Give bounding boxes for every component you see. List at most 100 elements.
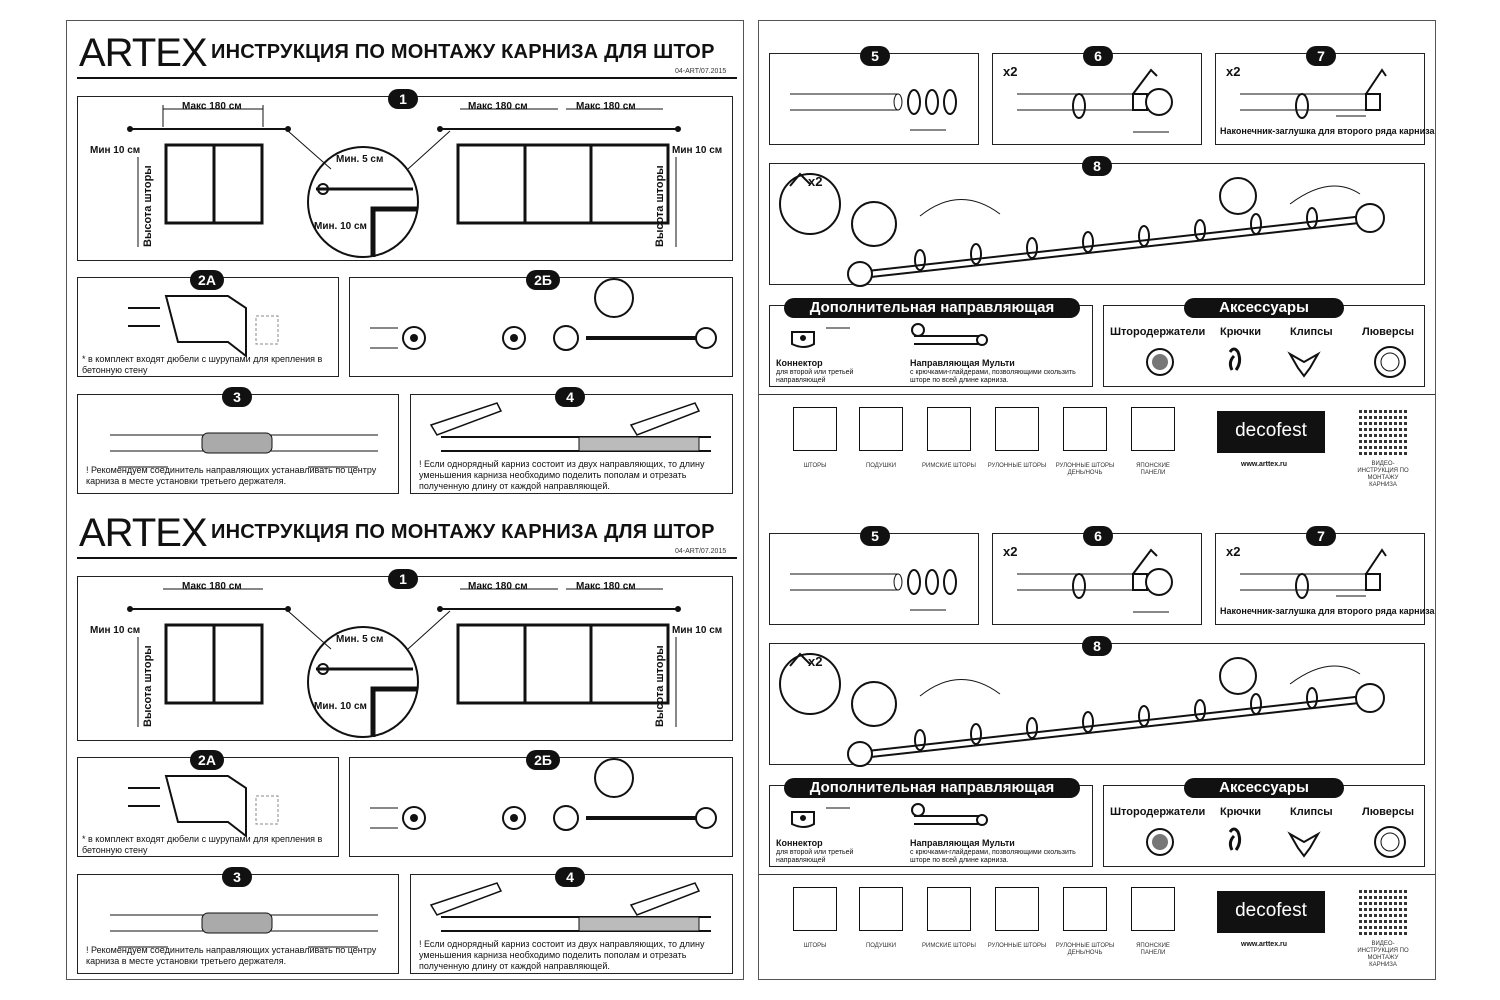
product-roman-blinds-label: РИМСКИЕ ШТОРЫ	[922, 463, 976, 469]
connector-diagram	[110, 432, 378, 468]
quantity-label: x2	[1226, 64, 1241, 79]
qr-code-icon	[1359, 407, 1407, 455]
product-pillows-icon	[859, 887, 903, 931]
step-7-badge: 7	[1306, 526, 1336, 546]
max-length-label: Макс 180 см	[182, 581, 242, 592]
curtain-height-label: Высота шторы	[654, 165, 666, 247]
min-5-label: Мин. 5 см	[336, 634, 384, 645]
min-5-label: Мин. 5 см	[336, 154, 384, 165]
step-8-panel: 8 x2	[769, 636, 1425, 767]
max-length-label: Макс 180 см	[576, 581, 636, 592]
finial-diagram	[1017, 68, 1173, 133]
product-japanese-panels-icon	[1131, 407, 1175, 451]
step-3-panel: 3 ! Рекомендуем соединитель направляющих…	[77, 867, 399, 974]
step-8-panel: 8 x2	[769, 156, 1425, 287]
accessory-grommets-label: Люверсы	[1362, 326, 1415, 338]
mount-diagram	[370, 758, 717, 831]
step-3-badge: 3	[222, 867, 252, 887]
finial-diagram	[1017, 548, 1173, 613]
max-length-label: Макс 180 см	[468, 581, 528, 592]
step-7-badge: 7	[1306, 46, 1336, 66]
step-2a-note: * в комплект входят дюбели с шурупами дл…	[82, 834, 323, 855]
bracket-diagram	[128, 295, 279, 359]
step-5-panel: 5	[769, 46, 979, 145]
step-7-panel: 7 x2 Наконечник-заглушка для второго ряд…	[1215, 46, 1435, 145]
step-3-panel: 3 ! Рекомендуем соединитель направляющих…	[77, 387, 399, 494]
product-roman-blinds-label: РИМСКИЕ ШТОРЫ	[922, 943, 976, 949]
product-curtains-icon	[793, 407, 837, 451]
product-day-night-blinds-icon	[1063, 887, 1107, 931]
step-2b-panel: 2Б	[349, 270, 733, 377]
max-length-label: Макс 180 см	[468, 101, 528, 112]
step-3-note: ! Рекомендуем соединитель направляющих у…	[86, 945, 377, 966]
connector-label: Коннектор	[776, 358, 823, 368]
product-strip: ШТОРЫ ПОДУШКИ РИМСКИЕ ШТОРЫ РУЛОННЫЕ ШТО…	[759, 875, 1435, 975]
step-7-panel: 7 x2 Наконечник-заглушка для второго ряд…	[1215, 526, 1435, 625]
left-sheet: ARTEX ИНСТРУКЦИЯ ПО МОНТАЖУ КАРНИЗА ДЛЯ …	[66, 20, 744, 980]
quantity-label: x2	[1003, 544, 1018, 559]
extra-rail-diagram	[791, 803, 988, 828]
instruction-sheet-bottom: 5 6 x2 7 x2 Наконечник-	[759, 501, 1435, 979]
website-url: www.arttex.ru	[1241, 461, 1288, 468]
assembly-diagram	[779, 172, 1385, 287]
product-roman-blinds-icon	[927, 887, 971, 931]
extra-rail-title: Дополнительная направляющая	[784, 778, 1080, 798]
min-offset-label: Мин 10 см	[672, 625, 723, 636]
product-pillows-label: ПОДУШКИ	[865, 943, 897, 949]
step-2a-panel: 2А * в комплект входят дюбели с шурупами…	[77, 270, 339, 377]
product-japanese-panels-label: ЯПОНСКИЕ ПАНЕЛИ	[1136, 943, 1170, 956]
accessories-panel: Аксессуары Штородержатели Крючки Клипсы …	[1103, 778, 1425, 867]
min-10-label: Мин. 10 см	[314, 701, 367, 712]
cutting-diagram	[429, 402, 711, 452]
bracket-diagram	[128, 775, 279, 839]
extra-rail-title: Дополнительная направляющая	[784, 298, 1080, 318]
qr-code-icon	[1359, 887, 1407, 935]
rings-diagram	[790, 89, 957, 131]
curtain-height-label: Высота шторы	[142, 645, 154, 727]
accessories-icons	[1146, 346, 1406, 378]
connector-desc: для второй или третьей направляющей	[776, 849, 854, 864]
instruction-sheet-top: ARTEX ИНСТРУКЦИЯ ПО МОНТАЖУ КАРНИЗА ДЛЯ …	[67, 21, 743, 501]
website-url: www.arttex.ru	[1241, 941, 1288, 948]
step-2b-badge: 2Б	[526, 750, 560, 770]
step-6-panel: 6 x2	[992, 46, 1202, 145]
connector-desc: для второй или третьей направляющей	[776, 369, 854, 384]
step-4-note: ! Если однорядный карниз состоит из двух…	[419, 939, 705, 971]
step-2a-badge: 2А	[190, 750, 224, 770]
accessory-hooks-label: Крючки	[1220, 326, 1262, 338]
cutting-diagram	[429, 882, 711, 932]
accessories-panel: Аксессуары Штородержатели Крючки Клипсы …	[1103, 298, 1425, 387]
step-5-badge: 5	[860, 526, 890, 546]
step-4-badge: 4	[555, 867, 585, 887]
product-roller-blinds-icon	[995, 887, 1039, 931]
doc-code: 04-ART/07.2015	[675, 68, 727, 75]
product-day-night-blinds-icon	[1063, 407, 1107, 451]
product-pillows-label: ПОДУШКИ	[865, 463, 897, 469]
step-6-panel: 6 x2	[992, 526, 1202, 625]
step-4-note: ! Если однорядный карниз состоит из двух…	[419, 459, 705, 491]
brand-logo: ARTEX	[79, 511, 208, 555]
min-offset-label: Мин 10 см	[90, 625, 141, 636]
title-rule	[77, 77, 737, 79]
accessories-title: Аксессуары	[1184, 778, 1344, 798]
instruction-sheet-top: 5 6 x2 7 x2 Наконечник-	[759, 21, 1435, 501]
step-8-badge: 8	[1082, 156, 1112, 176]
step-3-note: ! Рекомендуем соединитель направляющих у…	[86, 465, 377, 486]
right-sheet: 5 6 x2 7 x2 Наконечник-	[758, 20, 1436, 980]
accessory-clips-label: Клипсы	[1290, 326, 1333, 338]
product-curtains-icon	[793, 887, 837, 931]
product-day-night-blinds-label: РУЛОННЫЕ ШТОРЫ ДЕНЬ/НОЧЬ	[1055, 463, 1115, 476]
product-curtains-label: ШТОРЫ	[803, 463, 827, 469]
step-1-panel: 1 Макс 180 см Макс 180 см Макс 180 см Ми…	[77, 569, 733, 741]
connector-label: Коннектор	[776, 838, 823, 848]
mount-diagram	[370, 278, 717, 351]
assembly-diagram	[779, 652, 1385, 767]
accessory-tiebacks-label: Штородержатели	[1110, 326, 1206, 338]
product-pillows-icon	[859, 407, 903, 451]
step-5-panel: 5	[769, 526, 979, 625]
step-2a-panel: 2А * в комплект входят дюбели с шурупами…	[77, 750, 339, 857]
step-2a-badge: 2А	[190, 270, 224, 290]
video-instruction-label: ВИДЕО-ИНСТРУКЦИЯ ПО МОНТАЖУ КАРНИЗА	[1357, 461, 1409, 488]
product-japanese-panels-icon	[1131, 887, 1175, 931]
step-3-badge: 3	[222, 387, 252, 407]
